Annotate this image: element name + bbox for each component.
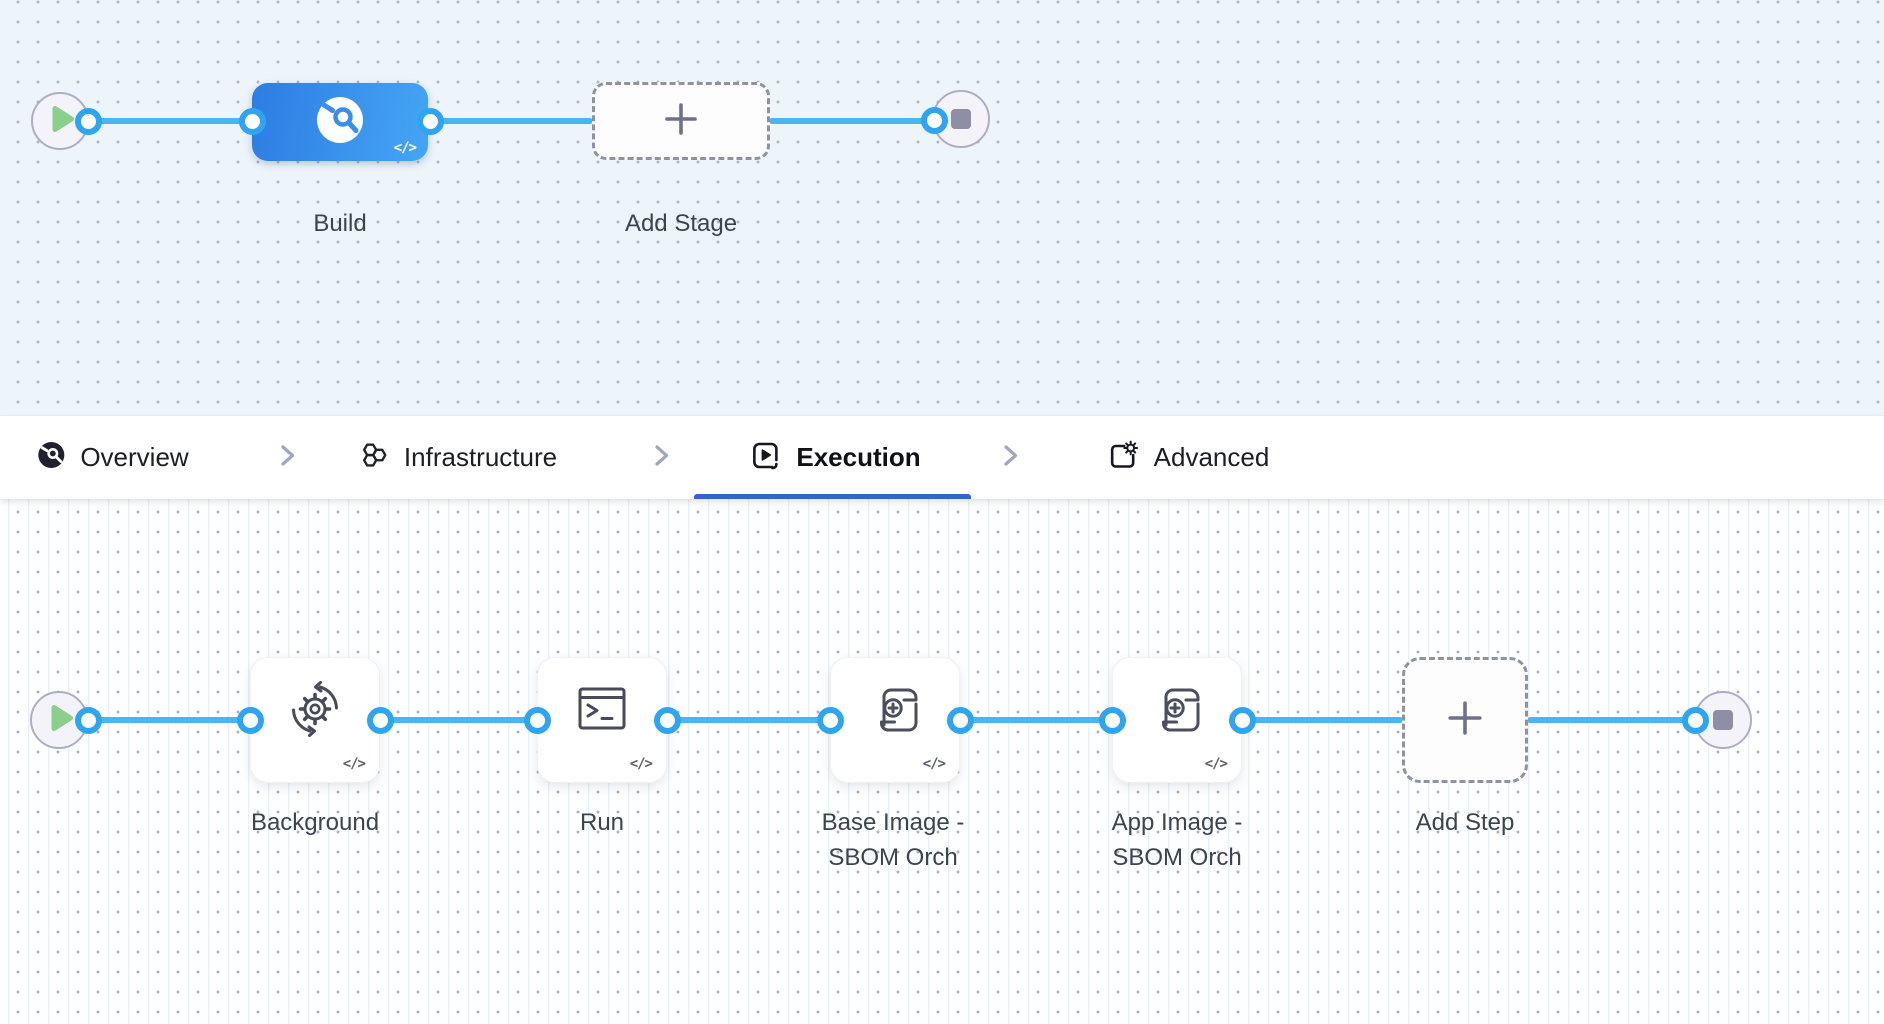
- connector-port[interactable]: [239, 108, 266, 135]
- chevron-right-icon: [273, 441, 301, 474]
- stop-icon: [951, 109, 971, 129]
- edge: [1242, 717, 1403, 723]
- scroll-plus-icon: [1146, 678, 1208, 745]
- add-step-button[interactable]: [1402, 657, 1528, 783]
- stage-label: Build: [313, 210, 367, 237]
- yaml-code-badge: </>: [629, 756, 653, 772]
- connector-port[interactable]: [817, 707, 844, 734]
- active-tab-underline: [694, 494, 971, 499]
- connector-port[interactable]: [921, 107, 948, 134]
- step-node-run[interactable]: </>: [537, 657, 667, 783]
- yaml-code-badge: </>: [393, 140, 417, 156]
- tab-infrastructure[interactable]: Infrastructure: [359, 416, 557, 499]
- connector-port[interactable]: [237, 707, 264, 734]
- chevron-right-icon: [996, 441, 1024, 474]
- connector-port[interactable]: [1682, 707, 1709, 734]
- add-stage-label: Add Stage: [624, 210, 738, 237]
- overview-icon: [37, 441, 65, 474]
- step-label: Background: [250, 809, 380, 836]
- plus-icon: [664, 102, 698, 141]
- connector-port[interactable]: [947, 707, 974, 734]
- edge: [960, 717, 1112, 723]
- yaml-code-badge: </>: [922, 756, 946, 772]
- add-step-label: Add Step: [1415, 809, 1515, 836]
- chevron-right-icon: [647, 441, 675, 474]
- step-label: Base Image - SBOM Orch: [821, 809, 965, 871]
- tab-overview[interactable]: Overview: [37, 416, 189, 499]
- connector-port[interactable]: [524, 707, 551, 734]
- tab-label: Advanced: [1153, 442, 1270, 472]
- step-node-background[interactable]: </>: [250, 657, 380, 783]
- step-node-app-image-sbom[interactable]: </>: [1112, 657, 1242, 783]
- tab-execution[interactable]: Execution: [749, 416, 921, 499]
- execution-step-canvas[interactable]: </> </>: [0, 499, 1884, 1024]
- execution-icon: [749, 439, 781, 476]
- edge: [769, 118, 934, 124]
- plus-icon: [1447, 700, 1483, 741]
- yaml-code-badge: </>: [342, 756, 366, 772]
- infrastructure-icon: [359, 440, 389, 475]
- ci-build-icon: [316, 96, 364, 149]
- connector-port[interactable]: [367, 707, 394, 734]
- connector-port[interactable]: [75, 108, 102, 135]
- edge: [430, 118, 593, 124]
- scroll-plus-icon: [864, 678, 926, 745]
- step-label: Run: [579, 809, 625, 836]
- connector-port[interactable]: [1229, 707, 1256, 734]
- yaml-code-badge: </>: [1204, 756, 1228, 772]
- stage-config-tabbar: Overview Infrastructure: [0, 415, 1884, 499]
- play-icon: [30, 689, 88, 752]
- stop-icon: [1713, 710, 1733, 730]
- edge: [88, 717, 250, 723]
- tab-label: Execution: [796, 442, 921, 472]
- tab-label: Infrastructure: [403, 442, 558, 472]
- edge: [1527, 717, 1695, 723]
- edge: [88, 118, 252, 124]
- advanced-icon: [1107, 439, 1139, 476]
- connector-port[interactable]: [417, 108, 444, 135]
- connector-port[interactable]: [654, 707, 681, 734]
- tab-advanced[interactable]: Advanced: [1107, 416, 1270, 499]
- service-sync-gear-icon: [284, 678, 346, 745]
- step-label: App Image - SBOM Orch: [1111, 809, 1243, 871]
- play-icon: [31, 90, 89, 153]
- tab-label: Overview: [80, 442, 189, 472]
- connector-port[interactable]: [1099, 707, 1126, 734]
- step-node-base-image-sbom[interactable]: </>: [830, 657, 960, 783]
- edge: [380, 717, 537, 723]
- stage-node-build[interactable]: </>: [252, 83, 428, 161]
- connector-port[interactable]: [75, 707, 102, 734]
- add-stage-button[interactable]: [592, 82, 770, 160]
- terminal-icon: [571, 678, 633, 745]
- stage-canvas[interactable]: </> Build Add Stage: [0, 0, 1884, 415]
- edge: [667, 717, 830, 723]
